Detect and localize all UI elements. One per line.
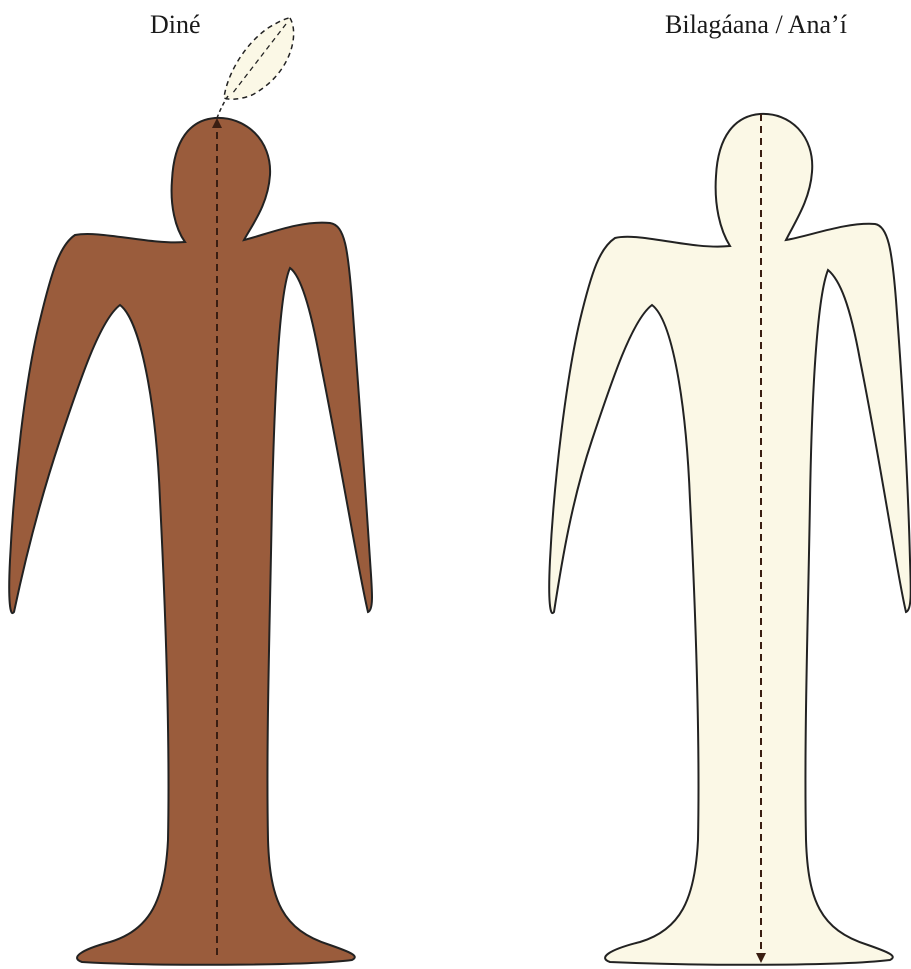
feather-stem <box>217 96 228 118</box>
dine-figure <box>9 18 372 965</box>
dine-body-silhouette <box>9 118 372 965</box>
bilagaana-body-silhouette <box>549 114 911 965</box>
bilagaana-figure <box>549 114 911 965</box>
feather-icon <box>224 18 294 99</box>
